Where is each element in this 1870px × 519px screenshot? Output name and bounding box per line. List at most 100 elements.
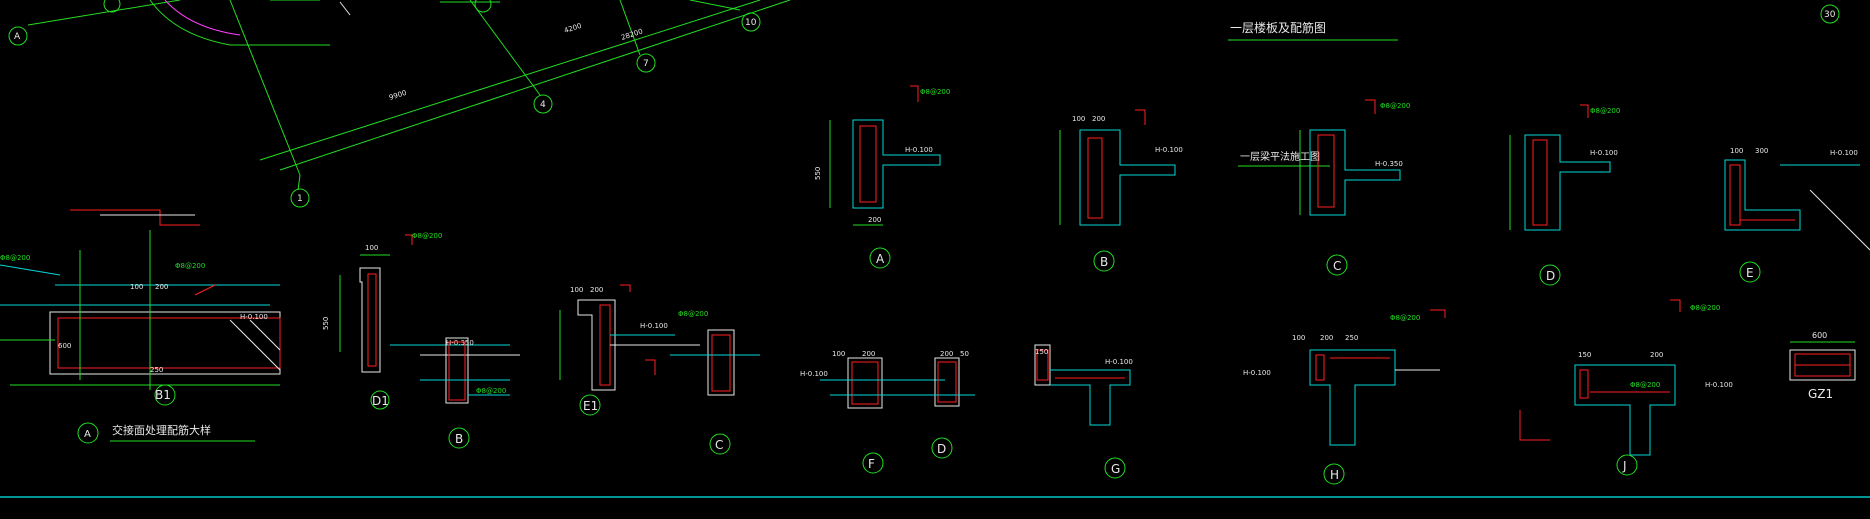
axis-bubble-icon xyxy=(1820,4,1840,24)
dim-label: 550 xyxy=(814,167,822,180)
detail-b1-text: Φ8@200 Φ8@200 H-0.100 250 600 100 200 B1 xyxy=(0,254,268,402)
axis-bubble-icon xyxy=(8,26,28,46)
title-mid: 一层梁平法施工图 xyxy=(1238,150,1330,167)
detail-c-small-text: Φ8@200 C xyxy=(678,310,723,452)
dim-label: 200 xyxy=(868,216,881,224)
detail-b1 xyxy=(0,209,281,406)
dim-label: 100 xyxy=(570,286,583,294)
dim-label: 50 xyxy=(960,350,969,358)
detail-c-small xyxy=(645,329,760,455)
elev-label: H-0.100 xyxy=(905,146,933,154)
detail-e-upper xyxy=(1724,159,1870,283)
plan-dim: 9900 xyxy=(388,89,407,102)
elev-label: H-0.350 xyxy=(1375,160,1403,168)
plan-dim: 4200 xyxy=(563,22,582,35)
elev-label: H-0.100 xyxy=(1243,369,1271,377)
detail-b-upper-text: 100 200 H-0.100 B xyxy=(1072,115,1183,269)
section-label: D xyxy=(937,442,946,456)
axis-bubble-icon xyxy=(533,94,553,114)
detail-h-text: 100 200 250 Φ8@200 H-0.100 H xyxy=(1243,314,1420,482)
detail-e1 xyxy=(559,284,700,416)
dim-label: 300 xyxy=(1755,147,1768,155)
axis-bubble-icon xyxy=(741,12,761,32)
detail-a-text: Φ8@200 H-0.100 200 550 A xyxy=(814,88,950,266)
detail-b xyxy=(420,337,510,449)
dim-label: 550 xyxy=(322,317,330,330)
axis-bubbles xyxy=(8,0,1840,208)
rebar-label: Φ8@200 xyxy=(678,310,708,318)
detail-e-upper-text: 100 300 H-0.100 E xyxy=(1730,147,1858,280)
dim-label: 150 xyxy=(1035,348,1048,356)
detail-d1-text: 100 550 H-0.350 Φ8@200 D1 xyxy=(322,232,474,408)
axis-bubble-texts: A 1 4 7 10 30 xyxy=(14,10,1836,204)
axis-label: 10 xyxy=(745,18,757,28)
section-label: B xyxy=(455,432,463,446)
detail-d1 xyxy=(339,234,520,410)
elev-label: H-0.100 xyxy=(240,313,268,321)
detail-b-text: Φ8@200 B xyxy=(455,387,506,446)
section-label: E xyxy=(1746,266,1754,280)
section-label: J xyxy=(1622,459,1627,473)
elev-label: H-0.100 xyxy=(640,322,668,330)
rebar-label: Φ8@200 xyxy=(920,88,950,96)
rebar-label: Φ8@200 xyxy=(1590,107,1620,115)
detail-d-upper xyxy=(1509,104,1611,286)
dim-label: 200 xyxy=(940,350,953,358)
detail-a xyxy=(829,85,941,269)
section-label: C xyxy=(715,438,723,452)
rebar-label: Φ8@200 xyxy=(1690,304,1720,312)
axis-bubble-icon xyxy=(290,188,310,208)
detail-f-d xyxy=(820,357,975,474)
rebar-label: Φ8@200 xyxy=(476,387,506,395)
beam-title: 一层梁平法施工图 xyxy=(1240,150,1320,163)
dim-label: 200 xyxy=(155,283,168,291)
section-label: C xyxy=(1333,259,1341,273)
dim-label: 100 xyxy=(130,283,143,291)
detail-g xyxy=(1034,344,1131,479)
elev-label: H-0.100 xyxy=(1590,149,1618,157)
dim-label: 600 xyxy=(1812,331,1827,340)
dim-label: 100 xyxy=(1072,115,1085,123)
section-label: H xyxy=(1330,468,1339,482)
gz-label: GZ1 xyxy=(1808,387,1833,401)
dim-label: 200 xyxy=(590,286,603,294)
section-label: D xyxy=(1546,269,1555,283)
dim-label: 600 xyxy=(58,342,71,350)
detail-e1-text: 100 200 H-0.100 E1 xyxy=(570,286,668,413)
rebar-label: Φ8@200 xyxy=(1380,102,1410,110)
rebar-label: Φ8@200 xyxy=(1390,314,1420,322)
caption-bubble-label: A xyxy=(84,429,91,440)
section-label: A xyxy=(876,252,885,266)
rebar-label: Φ8@200 xyxy=(412,232,442,240)
axis-label: A xyxy=(14,32,21,42)
dim-label: 200 xyxy=(1320,334,1333,342)
dim-label: 200 xyxy=(1650,351,1663,359)
dim-label: 100 xyxy=(1730,147,1743,155)
axis-label: 1 xyxy=(297,194,303,204)
caption-a: A 交接面处理配筋大样 xyxy=(77,422,255,444)
dim-label: 100 xyxy=(832,350,845,358)
detail-gz1 xyxy=(1789,341,1856,381)
axis-label: 30 xyxy=(1824,10,1836,20)
dim-label: 100 xyxy=(365,244,378,252)
section-label: E1 xyxy=(583,399,598,413)
rebar-label: Φ8@200 xyxy=(0,254,30,262)
detail-d-upper-text: Φ8@200 H-0.100 D xyxy=(1546,107,1620,283)
detail-j xyxy=(1519,299,1681,476)
elev-label: H-0.100 xyxy=(1155,146,1183,154)
detail-c-upper-text: Φ8@200 H-0.350 C xyxy=(1333,102,1410,273)
rebar-label: Φ8@200 xyxy=(175,262,205,270)
elev-label: H-0.100 xyxy=(1830,149,1858,157)
detail-gz1-text: 600 GZ1 xyxy=(1808,331,1833,401)
detail-c-upper xyxy=(1299,99,1401,276)
caption-text: 交接面处理配筋大样 xyxy=(112,423,211,437)
elev-label: H-0.100 xyxy=(800,370,828,378)
axis-label: 4 xyxy=(540,100,546,110)
section-label: D1 xyxy=(372,394,389,408)
dim-label: 250 xyxy=(150,366,163,374)
detail-g-text: 150 H-0.100 G xyxy=(1035,348,1133,476)
dim-label: 250 xyxy=(1345,334,1358,342)
elev-label: H-0.350 xyxy=(446,339,474,347)
